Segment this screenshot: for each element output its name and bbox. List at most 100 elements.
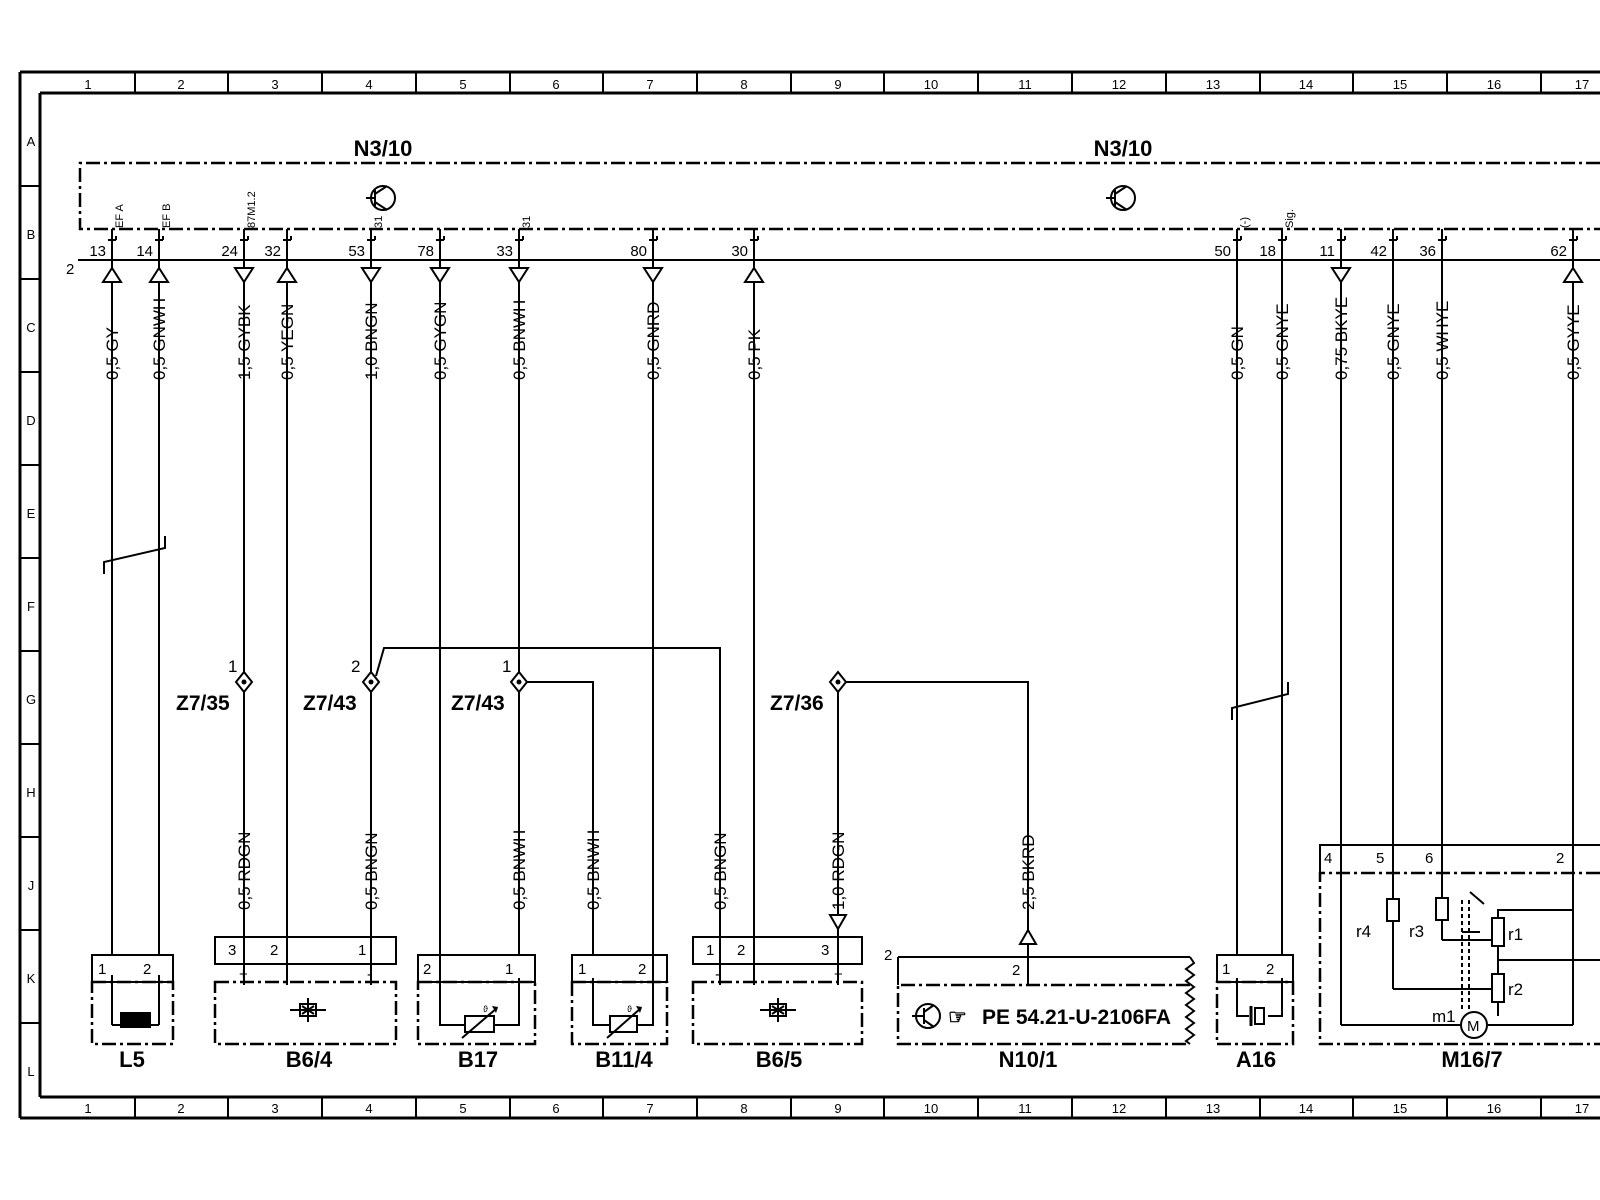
arrow-down-icon	[1330, 267, 1352, 284]
pin-number: 11	[1319, 243, 1335, 260]
transistor-symbol-icon	[1106, 185, 1136, 211]
theta-symbol: ϑ	[627, 1004, 632, 1014]
pin-number: 78	[417, 243, 434, 260]
wire-label: 0,5 BNWH	[584, 830, 603, 910]
splice-label: Z7/43	[303, 692, 357, 715]
hall-sensor-icon	[760, 998, 796, 1022]
pin-label: 2	[143, 961, 151, 978]
row-label-j: J	[28, 878, 35, 893]
hall-sensor-icon	[290, 998, 326, 1022]
col-label-14: 14	[1299, 77, 1313, 92]
component-b17: ϑ 2 1 B17	[416, 954, 537, 1072]
arrow-up-icon	[101, 266, 123, 283]
arrow-down-icon	[233, 267, 255, 284]
pin-label: 2	[737, 942, 745, 959]
wire-label: 0,5 RDGN	[235, 832, 254, 910]
pin-name: (-)	[1239, 217, 1251, 228]
col-label-bottom-8: 8	[740, 1101, 747, 1116]
pin-number: 14	[136, 243, 153, 260]
pin-number: 62	[1550, 243, 1567, 260]
temperature-sensor-icon: ϑ	[606, 1004, 642, 1039]
splice-z7-43-b: 1 Z7/43	[451, 657, 529, 715]
col-label-bottom-13: 13	[1206, 1101, 1220, 1116]
col-label-10: 10	[924, 77, 938, 92]
resistor-r4-icon	[1386, 898, 1400, 922]
wire-label: 0,5 BNWH	[510, 830, 529, 910]
module-connector-label: 2	[66, 261, 74, 278]
row-label-l: L	[27, 1064, 34, 1079]
module-pin: 50(-)0,5 GN	[1214, 217, 1251, 382]
column-labels-bottom: 1 2 3 4 5 6 7 8 9 10 11 12 13 14 15 16 1…	[84, 1097, 1589, 1118]
arrow-down-icon	[429, 267, 451, 284]
module-right-title: N3/10	[1094, 136, 1153, 161]
minus-sign: -	[367, 966, 372, 983]
pin-name: EF A	[114, 203, 126, 228]
col-label-6: 6	[552, 77, 559, 92]
col-label-bottom-1: 1	[84, 1101, 91, 1116]
row-label-h: H	[26, 785, 35, 800]
pin-label: 2	[638, 961, 646, 978]
pin-number: 50	[1214, 243, 1231, 260]
col-label-11: 11	[1018, 77, 1032, 92]
wire-label: 1,0 RDGN	[829, 832, 848, 910]
splice-label: Z7/35	[176, 692, 230, 715]
col-label-8: 8	[740, 77, 747, 92]
module-pin: 800,5 GNRD	[630, 229, 664, 382]
pin-number: 42	[1370, 243, 1387, 260]
arrow-down-icon	[508, 267, 530, 284]
module-left-title: N3/10	[354, 136, 413, 161]
pin-number: 13	[89, 243, 106, 260]
motor-symbol: M	[1467, 1018, 1480, 1035]
row-label-d: D	[26, 413, 35, 428]
reference-text: PE 54.21-U-2106FA	[982, 1006, 1171, 1029]
connector-label: 2	[884, 947, 892, 964]
arrow-up-icon	[148, 266, 170, 283]
arrow-up-icon	[276, 266, 298, 283]
component-label: M16/7	[1441, 1047, 1502, 1072]
col-label-16: 16	[1487, 77, 1501, 92]
plus-sign: +	[239, 966, 248, 983]
row-label-b: B	[27, 227, 36, 242]
row-labels: A B C D E F G H J K L	[20, 134, 40, 1079]
splice-pin-label: 1	[502, 657, 511, 676]
pin-label: 1	[98, 961, 106, 978]
col-label-3: 3	[271, 77, 278, 92]
motor-icon: M	[1460, 1011, 1488, 1039]
col-label-9: 9	[834, 77, 841, 92]
col-label-4: 4	[365, 77, 372, 92]
splice-label: Z7/36	[770, 692, 824, 715]
pin-label: 4	[1324, 850, 1332, 867]
arrow-up-icon	[743, 266, 765, 283]
pin-number: 30	[731, 243, 748, 260]
module-pin: 320,5 YEGN	[264, 229, 298, 382]
component-label: B17	[458, 1047, 498, 1072]
col-label-bottom-12: 12	[1112, 1101, 1126, 1116]
module-pin: 420,5 GNYE	[1370, 229, 1403, 382]
col-label-5: 5	[459, 77, 466, 92]
pin-label: 1	[358, 942, 366, 959]
pin-number: 24	[221, 243, 238, 260]
pin-number: 18	[1259, 243, 1276, 260]
transistor-symbol-icon	[366, 185, 396, 211]
component-b6-5: 1 2 3 - + B6/5	[691, 929, 864, 1072]
arrow-down-icon	[360, 267, 382, 284]
pin-label: 2	[1556, 850, 1564, 867]
part-label: r1	[1508, 925, 1523, 944]
col-label-bottom-11: 11	[1018, 1101, 1032, 1116]
pin-label: 3	[821, 942, 829, 959]
pin-label: 2	[1266, 961, 1274, 978]
pin-label: 2	[270, 942, 278, 959]
component-b11-4: ϑ 1 2 B11/4	[570, 954, 669, 1072]
col-label-bottom-17: 17	[1575, 1101, 1589, 1116]
component-label: B6/5	[756, 1047, 802, 1072]
col-label-17: 17	[1575, 77, 1589, 92]
col-label-bottom-3: 3	[271, 1101, 278, 1116]
splice-z7-36: Z7/36	[770, 670, 848, 715]
splice-z7-43-a: 2 Z7/43	[303, 657, 381, 715]
minus-sign: -	[715, 966, 720, 983]
col-label-12: 12	[1112, 77, 1126, 92]
